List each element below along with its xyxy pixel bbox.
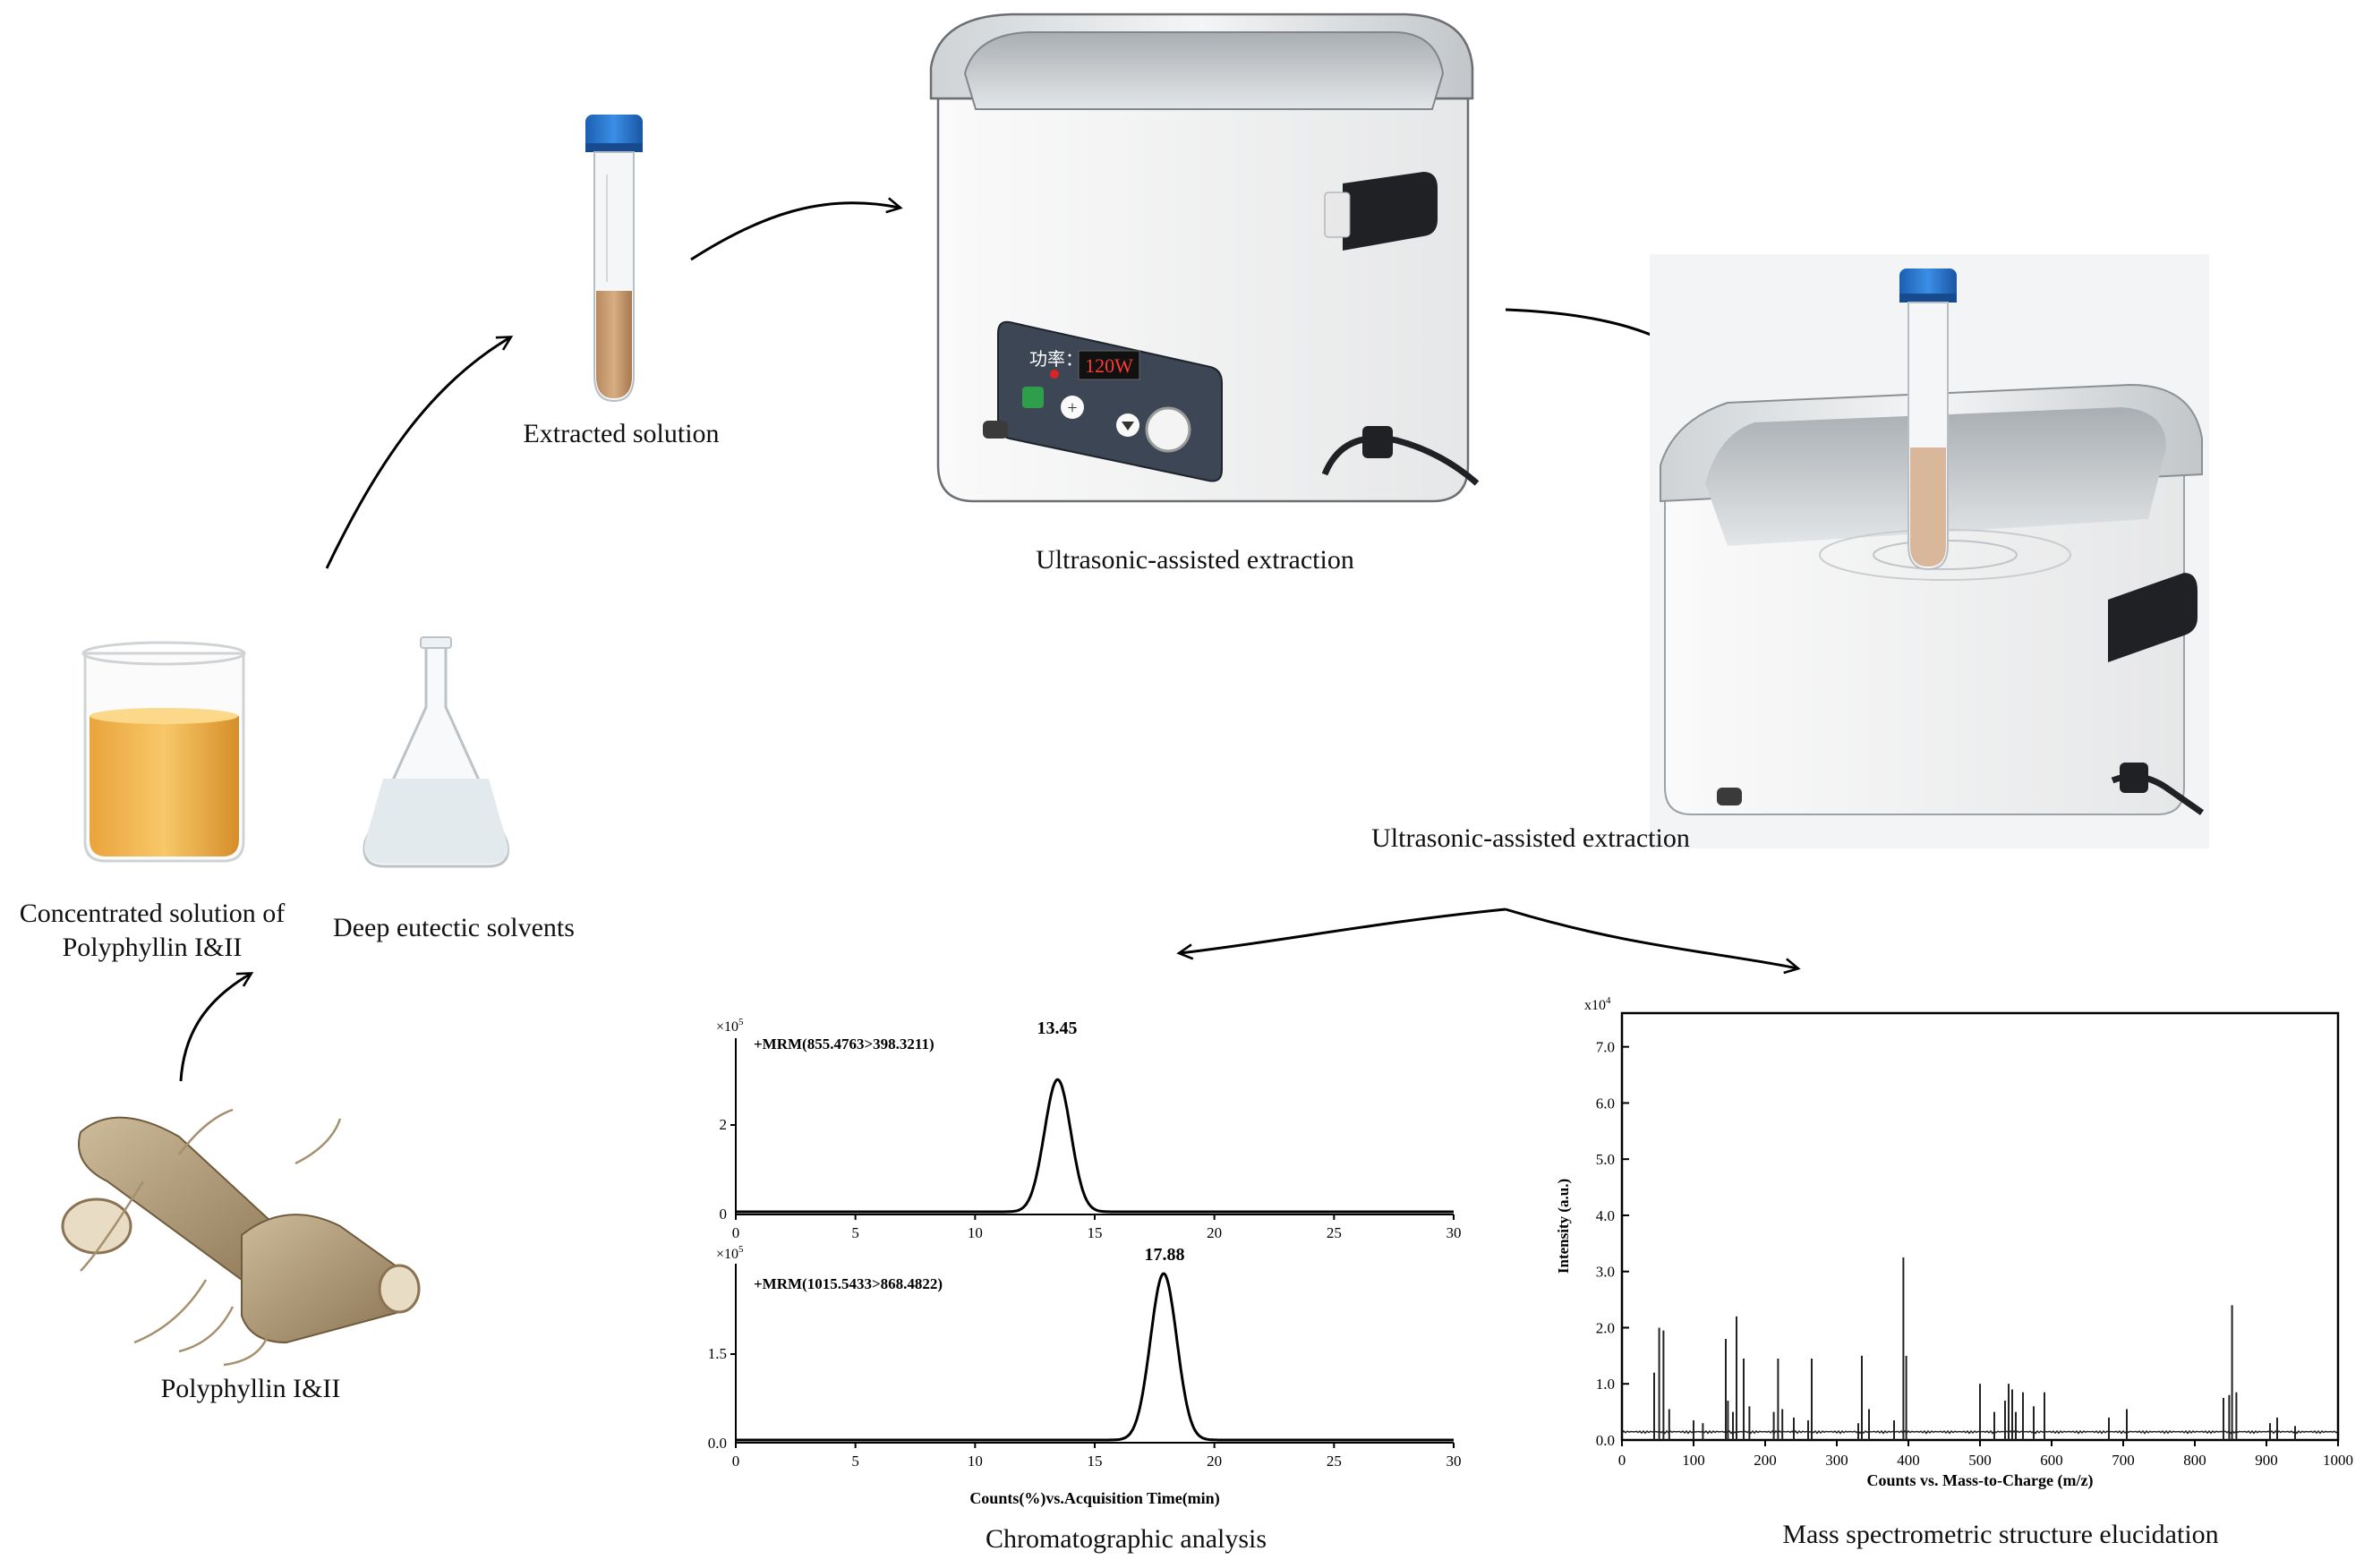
- ms-y-tick-label: 1.0: [1596, 1376, 1615, 1393]
- top-trace-label: +MRM(855.4763>398.3211): [754, 1035, 935, 1052]
- power-button[interactable]: [1022, 387, 1044, 408]
- top-x-tick-label: 10: [968, 1224, 983, 1241]
- chromatogram-top: 0 5 10 15 20 25 30 0 2 ×105 +MRM(855.4763>398.…: [716, 1017, 1462, 1241]
- ms-y-axis-title: Intensity (a.u.): [1555, 1179, 1572, 1274]
- ms-y-tick-label: 7.0: [1596, 1039, 1615, 1056]
- ms-y-tick-label: 4.0: [1596, 1207, 1615, 1224]
- polyphyllin-root-photo: [61, 1108, 421, 1367]
- top-x-tick-label: 5: [851, 1224, 859, 1241]
- tube-liquid: [596, 291, 632, 398]
- ms-x-tick-label: 200: [1754, 1452, 1777, 1469]
- ms-y-tick-label: 6.0: [1596, 1095, 1615, 1112]
- top-y-tick-2: 2: [720, 1116, 728, 1133]
- bottom-x-tick-label: 30: [1447, 1453, 1462, 1470]
- bottom-peak-label: 17.88: [1145, 1245, 1185, 1265]
- ms-y-tick-label: 0.0: [1596, 1432, 1615, 1449]
- top-x-tick-label: 25: [1327, 1224, 1342, 1241]
- flow-arrows: [179, 197, 1801, 1082]
- caption-concentrated-line2: Polyphyllin I&II: [62, 933, 243, 962]
- ms-x-tick-label: 800: [2183, 1452, 2206, 1469]
- tube-cap: [585, 115, 643, 150]
- ms-x-axis-title: Counts vs. Mass-to-Charge (m/z): [1867, 1471, 2094, 1490]
- top-x-tick-label: 20: [1207, 1224, 1222, 1241]
- caption-deep-eutectic-solvents: Deep eutectic solvents: [333, 913, 575, 942]
- caption-concentrated-line1: Concentrated solution of: [19, 899, 286, 928]
- top-x-tick-label: 15: [1088, 1224, 1103, 1241]
- bottom-trace-label: +MRM(1015.5433>868.4822): [754, 1275, 943, 1292]
- ms-y-tick-label: 3.0: [1596, 1264, 1615, 1281]
- caption-ultrasonic-extraction-1: Ultrasonic-assisted extraction: [1036, 545, 1354, 575]
- power-knob[interactable]: [1145, 406, 1191, 453]
- ms-x-tick-label: 700: [2112, 1452, 2135, 1469]
- arrow-root-to-concentrate: [179, 972, 254, 1082]
- chrom-x-axis-title: Counts(%)vs.Acquisition Time(min): [969, 1489, 1219, 1508]
- bottom-x-tick-label: 10: [968, 1453, 983, 1470]
- caption-ultrasonic-extraction-2: Ultrasonic-assisted extraction: [1371, 823, 1690, 853]
- ms-x-tick-label: 500: [1968, 1452, 1992, 1469]
- power-label: 功率：: [1029, 349, 1083, 370]
- caption-extracted-solution: Extracted solution: [523, 419, 720, 448]
- ms-x-tick-label: 0: [1618, 1452, 1626, 1469]
- ms-y-tick-label: 2.0: [1596, 1319, 1615, 1336]
- svg-text:+: +: [1067, 398, 1077, 418]
- extracted-solution-tube: [585, 115, 643, 403]
- bottom-scale-exponent: ×105: [716, 1244, 744, 1262]
- top-scale-exponent: ×105: [716, 1017, 744, 1035]
- mass-spectrum: x104 Intensity (a.u.) Counts vs. Mass-to…: [1555, 995, 2353, 1490]
- ms-x-tick-label: 900: [2255, 1452, 2278, 1469]
- chromatogram-bottom: 0 5 10 15 20 25 30 0.0 1.5 ×105 +MRM(1015.5433…: [708, 1244, 1462, 1508]
- ms-scale-exponent: x104: [1584, 995, 1611, 1013]
- ms-x-tick-label: 100: [1682, 1452, 1705, 1469]
- bottom-x-tick-label: 5: [851, 1453, 859, 1470]
- bottom-x-tick-label: 0: [732, 1453, 740, 1470]
- bottom-chromatogram-trace: [736, 1272, 1454, 1442]
- caption-mass-spectrometry: Mass spectrometric structure elucidation: [1782, 1520, 2219, 1549]
- ultrasonic-bath-2: [1650, 254, 2209, 848]
- ms-x-tick-label: 400: [1897, 1452, 1920, 1469]
- handle-right: [1343, 172, 1438, 251]
- bottom-x-tick-label: 15: [1088, 1453, 1103, 1470]
- plus-button-icon[interactable]: [1061, 396, 1084, 419]
- bottom-y-tick-1-5: 1.5: [708, 1345, 727, 1362]
- ms-x-tick-label: 300: [1825, 1452, 1848, 1469]
- top-x-tick-label: 30: [1447, 1224, 1462, 1241]
- arrow-extracted-to-bath: [690, 197, 903, 261]
- power-readout: 120W: [1085, 354, 1133, 377]
- ms-x-tick-label: 600: [2040, 1452, 2063, 1469]
- bottom-y-tick-0: 0.0: [708, 1435, 727, 1452]
- top-chromatogram-trace: [736, 1078, 1454, 1214]
- arrow-split-left: [1176, 908, 1506, 960]
- arrow-mix-to-extracted: [325, 336, 514, 569]
- ms-plot-frame: [1620, 1011, 2340, 1442]
- caption-polyphyllin-root: Polyphyllin I&II: [160, 1374, 341, 1403]
- ms-x-tick-label: 1000: [2323, 1452, 2353, 1469]
- bottom-x-tick-label: 25: [1327, 1453, 1342, 1470]
- beaker-concentrated-solution: [81, 641, 246, 863]
- top-peak-label: 13.45: [1037, 1018, 1078, 1038]
- caption-chromatographic-analysis: Chromatographic analysis: [985, 1524, 1267, 1554]
- ultrasonic-bath-1: 功率： 120W +: [929, 13, 1480, 503]
- flask-deep-eutectic-solvents: [363, 636, 509, 868]
- ms-y-tick-label: 5.0: [1596, 1151, 1615, 1168]
- top-x-tick-label: 0: [732, 1224, 740, 1241]
- bottom-x-tick-label: 20: [1207, 1453, 1222, 1470]
- arrow-split-right: [1505, 908, 1801, 975]
- top-y-tick-0: 0: [720, 1206, 728, 1223]
- caption-concentrated-solution: Concentrated solution of Polyphyllin I&I…: [0, 897, 304, 965]
